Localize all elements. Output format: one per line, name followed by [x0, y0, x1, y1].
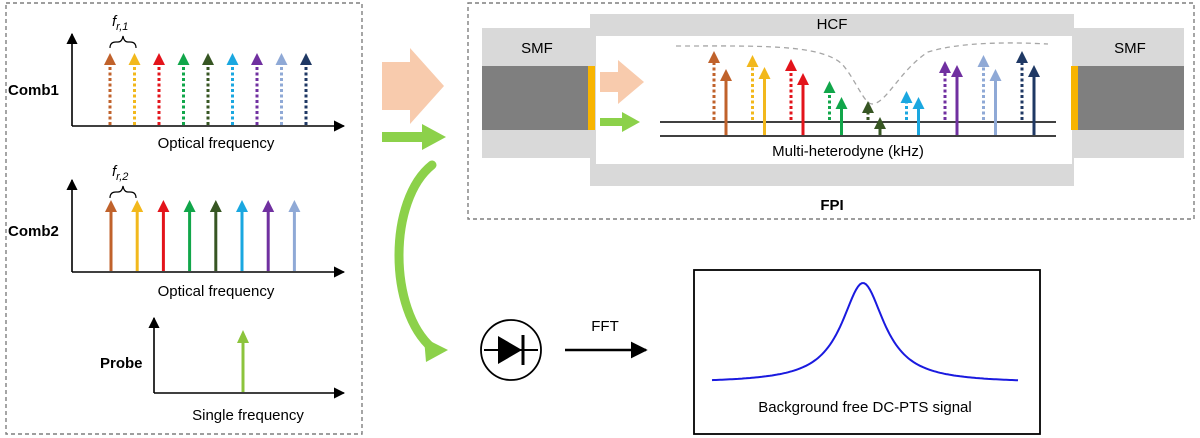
comb2-line-head: [209, 200, 222, 212]
comb2-line-head: [183, 200, 196, 212]
fpi-comb2-line-head: [835, 97, 848, 109]
fpi-comb2-line-head: [989, 69, 1002, 81]
absorption-envelope: [675, 42, 1049, 105]
fpi-comb1-line-head: [977, 55, 990, 67]
comb1-line-head: [275, 53, 288, 65]
probe-to-detector-arrowhead: [424, 338, 448, 362]
fpi-pump-beam: [600, 60, 644, 104]
comb2-axis-label: Optical frequency: [158, 283, 275, 300]
comb1-spacing-brace: [109, 35, 137, 49]
comb1-spacing-label: fr,1: [112, 13, 128, 33]
fpi-left-mirror: [588, 66, 595, 130]
comb1-lines: [104, 53, 312, 125]
probe-axis-label: Single frequency: [192, 407, 304, 424]
comb2-line-head: [157, 200, 170, 212]
fpi-comb1-line-head: [900, 91, 913, 103]
smf-left-label: SMF: [521, 40, 553, 57]
comb1-line-head: [128, 53, 141, 65]
smf-left-core: [482, 66, 588, 130]
probe-spectrum: Probe Single frequency: [100, 316, 346, 424]
fpi-right-mirror: [1071, 66, 1078, 130]
comb2-spacing-label: fr,2: [112, 163, 128, 183]
fpi-comb1-line-head: [862, 101, 874, 113]
hcf-label: HCF: [817, 16, 848, 33]
fft-label: FFT: [591, 318, 619, 335]
comb2-lines: [105, 200, 301, 271]
photodiode-icon: [498, 336, 522, 364]
probe-label: Probe: [100, 355, 143, 372]
heterodyne-label: Multi-heterodyne (kHz): [772, 143, 924, 160]
fpi-comb2-line-head: [951, 65, 963, 77]
comb1-label: Comb1: [8, 82, 59, 99]
comb1-line-head: [226, 53, 239, 65]
comb1-line-head: [177, 53, 190, 65]
fpi-comb1-line-head: [939, 61, 951, 73]
comb2-line-head: [236, 200, 248, 212]
comb2-line-head: [262, 200, 275, 212]
fpi-comb2-line-head: [874, 117, 886, 129]
fpi-comb1-line-head: [823, 81, 836, 93]
comb1-spectrum: fr,1 Comb1 Optical frequency: [8, 13, 346, 152]
fpi-comb1-line-head: [746, 55, 759, 67]
pump-beam-arrow: [382, 48, 444, 124]
hcf-hollow-core: [596, 36, 1072, 164]
fpi-comb1-line-head: [1016, 51, 1028, 63]
probe-line-head: [237, 330, 249, 343]
fpi-comb2-line-head: [720, 69, 732, 81]
comb1-axis-label: Optical frequency: [158, 135, 275, 152]
comb1-line-head: [300, 53, 312, 65]
probe-beam-arrow: [382, 124, 446, 150]
fpi-assembly: HCF SMF SMF Multi-heterodyne (kHz): [482, 14, 1184, 186]
comb1-line-head: [202, 53, 214, 65]
comb2-label: Comb2: [8, 223, 59, 240]
comb2-spacing-brace: [109, 185, 137, 199]
left-panel-frame: [5, 2, 363, 435]
dc-pts-signal-curve: [711, 282, 1019, 382]
smf-right-core: [1078, 66, 1184, 130]
comb1-line-head: [251, 53, 263, 65]
probe-to-detector-path: [394, 160, 437, 353]
smf-right-label: SMF: [1114, 40, 1146, 57]
fpi-comb2-line-head: [1028, 65, 1040, 77]
comb1-line-head: [153, 53, 165, 65]
signal-label: Background free DC-PTS signal: [758, 399, 971, 416]
fpi-heterodyne-lines: [708, 51, 1040, 135]
fpi-comb1-line-head: [785, 59, 797, 71]
comb2-line-head: [288, 200, 301, 212]
comb2-line-head: [105, 200, 117, 212]
fpi-comb2-line-head: [758, 67, 771, 79]
fpi-comb1-line-head: [708, 51, 720, 63]
comb1-line-head: [104, 53, 116, 65]
comb2-spectrum: fr,2 Comb2 Optical frequency: [8, 163, 346, 300]
fpi-probe-beam: [600, 112, 640, 132]
fpi-title: FPI: [820, 197, 843, 214]
photodetector: [480, 319, 542, 381]
comb2-line-head: [131, 200, 144, 212]
signal-panel: [693, 269, 1041, 435]
fpi-comb2-line-head: [912, 97, 925, 109]
fpi-comb2-line-head: [797, 73, 809, 85]
fpi-panel-frame: [467, 2, 1195, 220]
